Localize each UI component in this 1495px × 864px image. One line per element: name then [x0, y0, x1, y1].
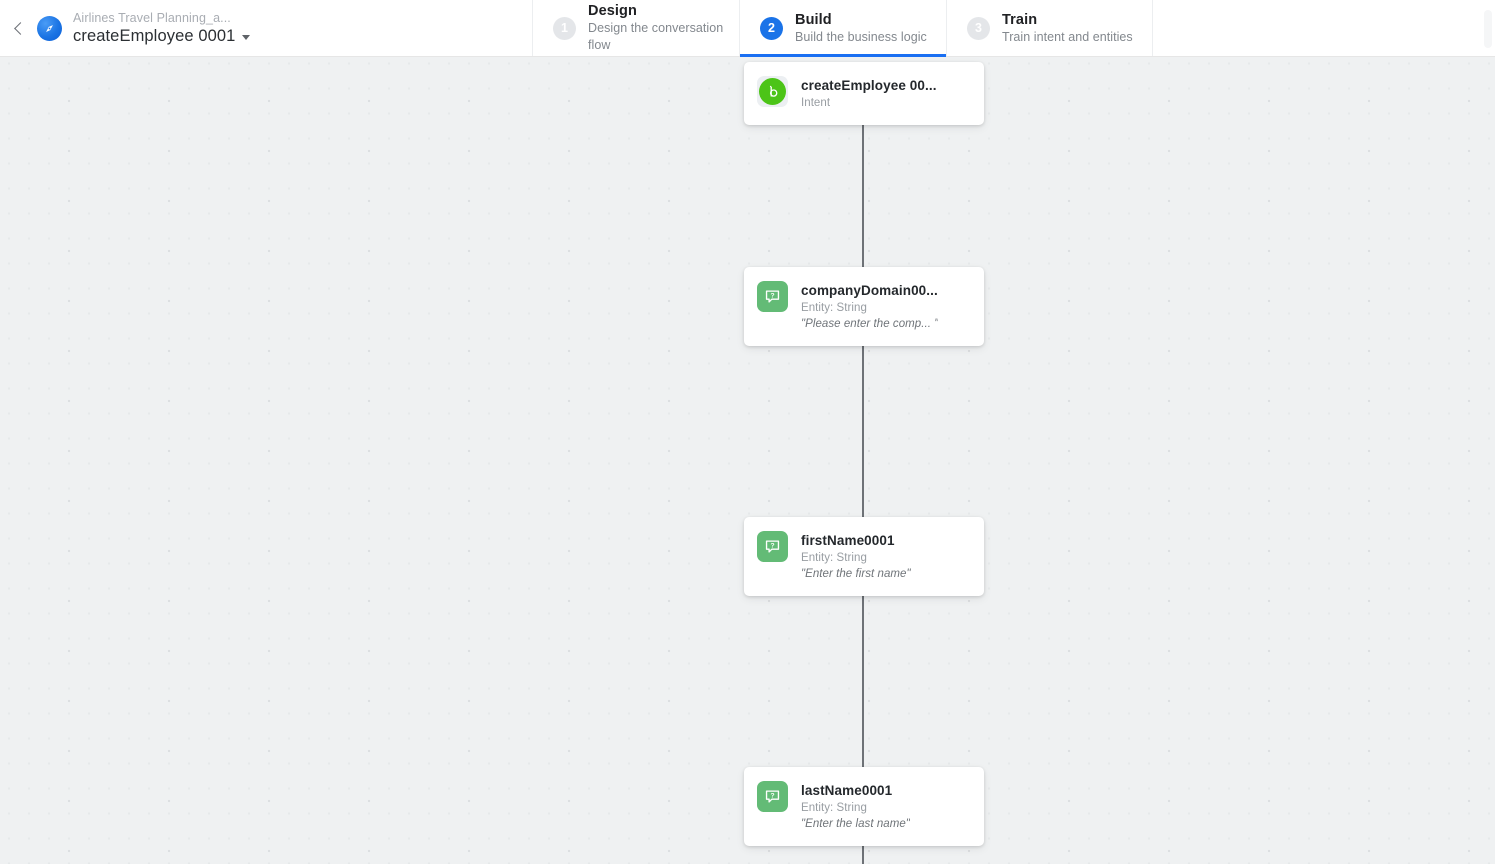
- list-item[interactable]: createEmployee 00... Intent: [744, 62, 984, 125]
- node-title: lastName0001: [801, 783, 893, 798]
- tab-build[interactable]: 2 Build Build the business logic: [739, 0, 946, 57]
- wizard-steps: 1 Design Design the conversation flow 2 …: [532, 0, 1153, 57]
- tab-build-subtitle: Build the business logic: [795, 29, 927, 44]
- intent-bot-icon: [757, 76, 788, 107]
- tab-train[interactable]: 3 Train Train intent and entities: [946, 0, 1153, 56]
- connector-line: [862, 330, 864, 560]
- back-button[interactable]: [0, 0, 32, 56]
- node-subtitle: Entity: String: [801, 802, 867, 814]
- chevron-down-icon: [242, 35, 251, 40]
- tab-train-label: Train: [1002, 11, 1038, 28]
- flow-title-dropdown[interactable]: createEmployee 0001: [73, 26, 251, 47]
- svg-text:?: ?: [770, 292, 774, 299]
- entity-prompt-icon: ?: [757, 781, 788, 812]
- step-badge-2: 2: [760, 16, 783, 40]
- entity-prompt-icon: ?: [757, 531, 788, 562]
- tab-design-label: Design: [588, 3, 637, 19]
- node-title: createEmployee 00...: [801, 78, 937, 93]
- flow-graph: createEmployee 00... Intent ? companyDom…: [0, 57, 1495, 864]
- tab-train-subtitle: Train intent and entities: [1002, 29, 1133, 44]
- node-subtitle: Entity: String: [801, 302, 867, 314]
- node-subtitle: Intent: [801, 97, 831, 109]
- svg-text:?: ?: [770, 792, 774, 799]
- tab-build-label: Build: [795, 11, 832, 28]
- chevron-left-icon: [14, 21, 27, 35]
- app-header: Airlines Travel Planning_a... createEmpl…: [0, 0, 1495, 57]
- connector-line: [862, 830, 864, 864]
- list-item[interactable]: ? firstName0001 Entity: String "Enter th…: [744, 517, 984, 596]
- entity-prompt-icon: ?: [757, 281, 788, 312]
- breadcrumb: Airlines Travel Planning_a... createEmpl…: [32, 0, 532, 56]
- node-prompt: "Enter the first name": [801, 568, 911, 580]
- svg-text:?: ?: [770, 542, 774, 549]
- node-subtitle: Entity: String: [801, 552, 867, 564]
- step-badge-1: 1: [553, 16, 576, 40]
- connector-line: [862, 121, 864, 311]
- tab-design[interactable]: 1 Design Design the conversation flow: [532, 0, 739, 56]
- list-item[interactable]: ? companyDomain00... Entity: String "Ple…: [744, 267, 984, 346]
- connector-line: [862, 580, 864, 810]
- breadcrumb-parent[interactable]: Airlines Travel Planning_a...: [73, 10, 231, 25]
- page-title: createEmployee 0001: [73, 26, 236, 45]
- node-prompt: "Enter the last name": [801, 818, 910, 830]
- app-logo-compass-icon: [37, 15, 62, 41]
- flow-canvas[interactable]: createEmployee 00... Intent ? companyDom…: [0, 57, 1495, 864]
- header-spacer: [1153, 0, 1495, 56]
- tab-design-subtitle: Design the conversation flow: [588, 21, 724, 52]
- node-title: companyDomain00...: [801, 283, 938, 298]
- step-badge-3: 3: [967, 16, 990, 40]
- node-prompt: "Please enter the comp... ": [801, 318, 939, 330]
- list-item[interactable]: ? lastName0001 Entity: String "Enter the…: [744, 767, 984, 846]
- node-title: firstName0001: [801, 533, 895, 548]
- vertical-scrollbar-thumb[interactable]: [1484, 10, 1492, 48]
